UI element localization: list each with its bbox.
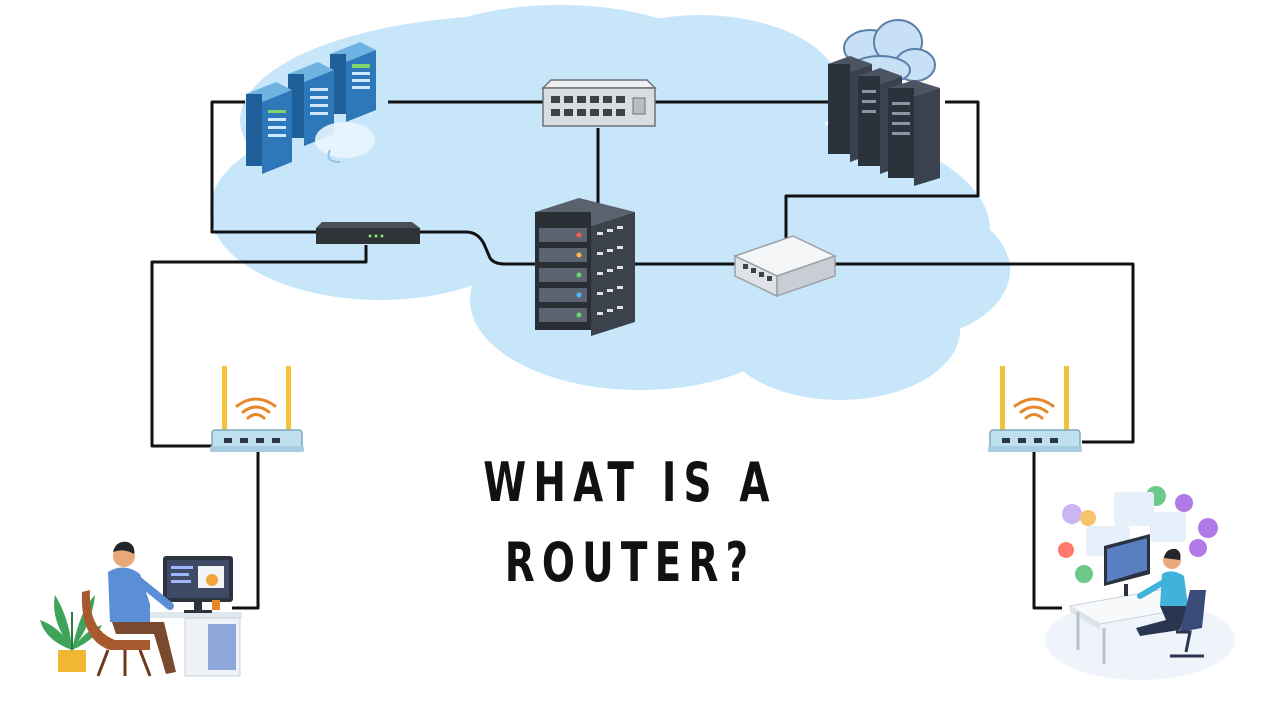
- network-cables: [150, 100, 1135, 610]
- modem-icon: [316, 222, 420, 244]
- network-switch-icon: [733, 235, 837, 298]
- wifi-icon: [1013, 397, 1055, 420]
- title-line-2: ROUTER?: [504, 531, 756, 594]
- plant-icon: [40, 595, 102, 672]
- wifi-icon: [235, 397, 277, 420]
- developer-at-desk-icon: [1045, 486, 1235, 680]
- server-tower-icon: [535, 198, 635, 336]
- title-line-1: WHAT IS A: [483, 451, 777, 514]
- person-at-computer-icon: [81, 541, 242, 677]
- router-icon: [210, 366, 304, 452]
- cloud-background: [210, 5, 1010, 400]
- network-switch-icon: [541, 79, 657, 127]
- router-icon: [988, 366, 1082, 452]
- cloud-server-icon: [828, 19, 940, 186]
- server-rack-icon: [246, 42, 376, 174]
